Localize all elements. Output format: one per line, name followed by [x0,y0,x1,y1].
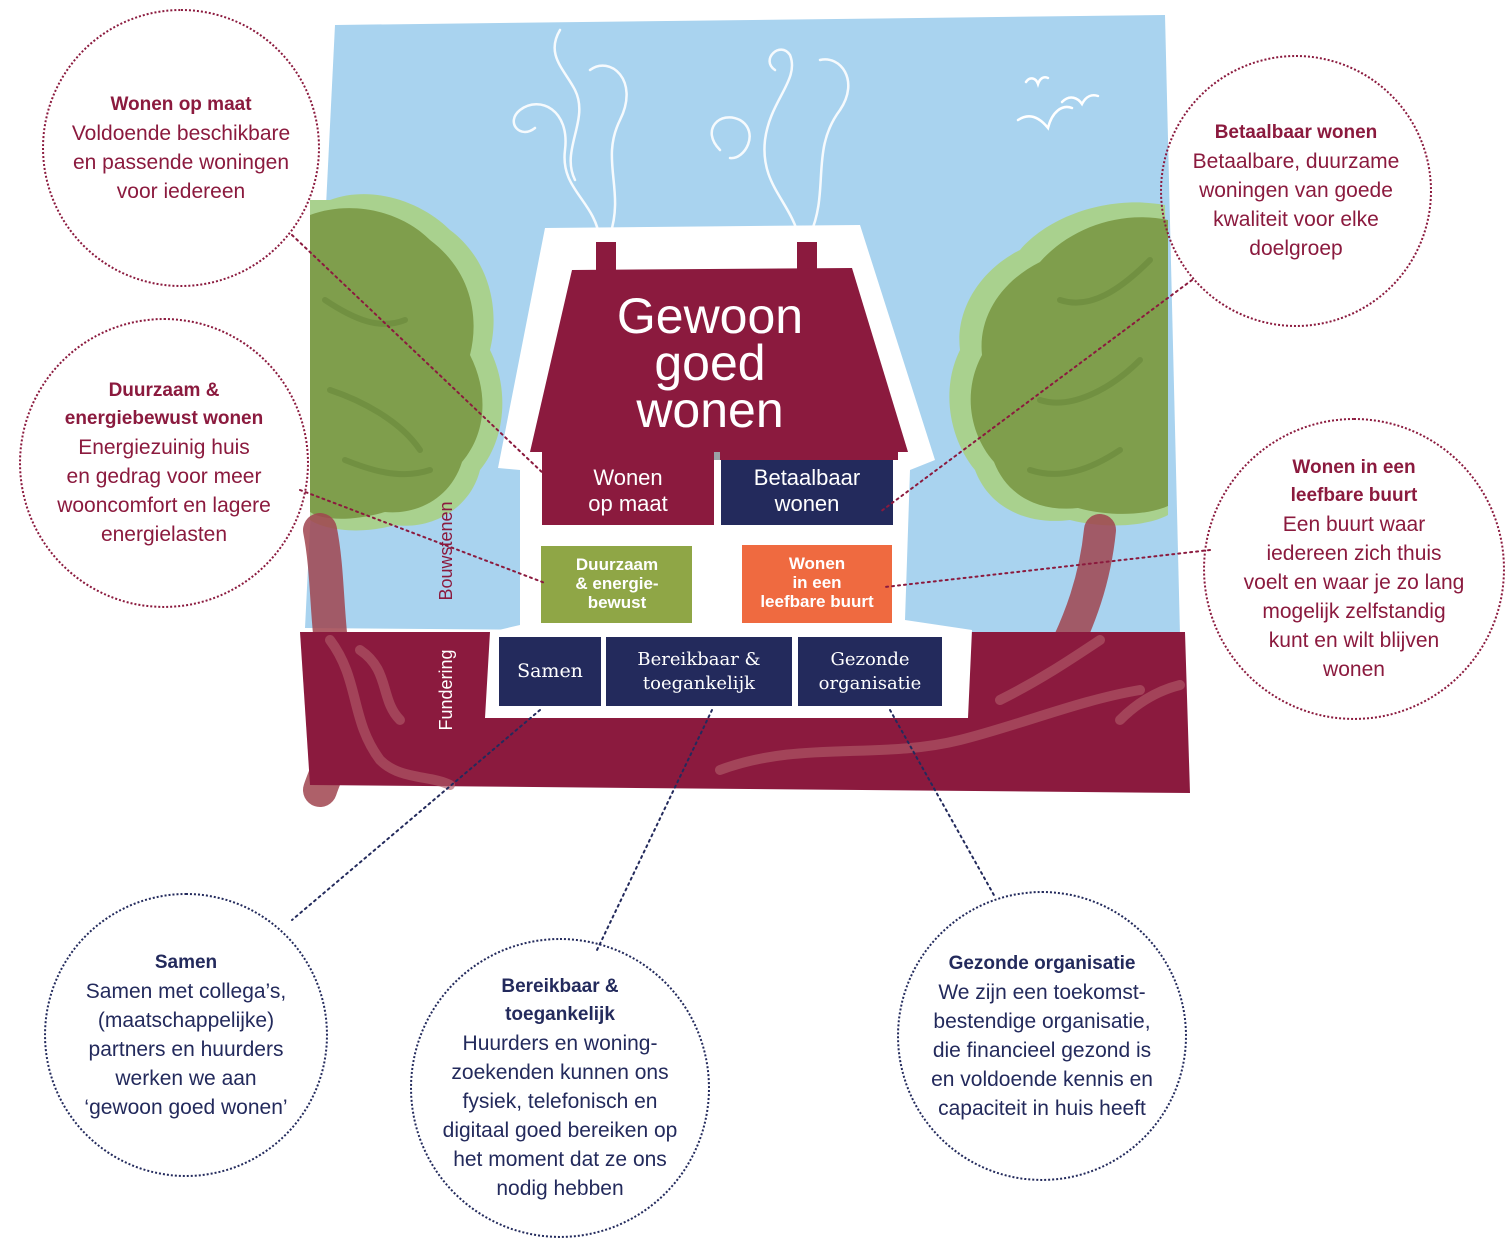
chimney-smoke [512,28,850,242]
connector-gezonde [889,709,996,898]
circle-wonen-op-maat-title: Wonen op maat [110,93,252,115]
circle-wonen-op-maat-body: Voldoende beschikbare en passende woning… [71,121,291,203]
block-duurzaam [541,546,692,623]
circle-duurzaam-title: Duurzaam & energiebewust wonen [64,380,264,429]
block-leefbare-buurt-line-2: in een [792,573,841,592]
block-duurzaam-line-2: & energie- [575,574,658,593]
circle-leefbare-buurt-title: Wonen in een leefbare buurt [1290,457,1418,506]
block-leefbare-buurt [742,545,892,623]
connector-leefbare [884,549,1211,588]
connector-bereikbaar [596,709,713,951]
connector-samen [291,709,541,921]
block-samen-label: Samen [517,660,583,682]
circle-samen-title: Samen [154,951,218,973]
connector-betaalbaar [879,279,1193,513]
block-gezonde-line-2: organisatie [819,673,922,694]
connector-wonen-op-maat [291,234,546,476]
roof-gutter-gap [714,452,720,460]
circle-leefbare-buurt-body: Een buurt waar iedereen zich thuis voelt… [1243,513,1465,681]
connector-duurzaam [299,489,546,584]
circle-duurzaam-body: Energiezuinig huis en gedrag voor meer w… [57,436,271,546]
connector-lines [291,234,1211,951]
roots-decoration [325,635,1185,790]
house-roof [530,268,908,452]
block-wonen-op-maat [542,460,714,525]
circle-betaalbaar-wonen-body: Betaalbare, duurzame woningen van goede … [1192,150,1400,260]
block-samen [499,637,601,706]
circle-betaalbaar-wonen: Betaalbaar wonen Betaalbare, duurzame wo… [1160,55,1432,327]
block-wonen-op-maat-line-1: Wonen [593,465,662,490]
circle-wonen-op-maat: Wonen op maat Voldoende beschikbare en p… [42,9,320,287]
house-title-line-3: wonen [635,382,783,438]
birds [1016,76,1100,131]
circle-gezonde: Gezonde organisatie We zijn een toekomst… [897,891,1187,1181]
block-duurzaam-line-3: bewust [588,593,647,612]
house-title-line-2: goed [654,335,765,391]
block-gezonde-line-1: Gezonde [830,649,909,670]
chimney-left [596,242,616,274]
block-bereikbaar-line-2: toegankelijk [643,673,756,694]
block-gezonde [798,637,942,706]
label-fundering: Fundering [436,649,456,730]
circle-betaalbaar-wonen-title: Betaalbaar wonen [1214,122,1378,143]
label-bouwstenen: Bouwstenen [436,501,456,600]
block-leefbare-buurt-line-3: leefbare buurt [760,592,874,611]
circle-gezonde-body: We zijn een toekomst- bestendige organis… [931,980,1153,1120]
circle-samen-body: Samen met collega’s, (maatschappelijke) … [84,979,288,1119]
circle-leefbare-buurt: Wonen in een leefbare buurt Een buurt wa… [1203,418,1505,720]
block-duurzaam-line-1: Duurzaam [576,555,658,574]
block-bereikbaar [606,637,792,706]
chimney-right [797,242,817,274]
house-title-line-1: Gewoon [617,288,803,344]
circle-duurzaam: Duurzaam & energiebewust wonen Energiezu… [19,318,309,608]
block-leefbare-buurt-line-1: Wonen [789,554,845,573]
circle-gezonde-title: Gezonde organisatie [948,952,1136,974]
block-wonen-op-maat-line-2: op maat [588,491,668,516]
circle-bereikbaar-body: Huurders en woning- zoekenden kunnen ons… [442,1032,678,1200]
circle-bereikbaar-title: Bereikbaar & toegankelijk [501,976,619,1025]
circle-bereikbaar: Bereikbaar & toegankelijk Huurders en wo… [410,938,710,1238]
circle-samen: Samen Samen met collega’s, (maatschappel… [44,893,328,1177]
block-bereikbaar-line-1: Bereikbaar & [637,649,760,670]
block-betaalbaar-wonen [721,460,893,525]
block-betaalbaar-wonen-line-1: Betaalbaar [754,465,860,490]
block-betaalbaar-wonen-line-2: wonen [774,491,840,516]
